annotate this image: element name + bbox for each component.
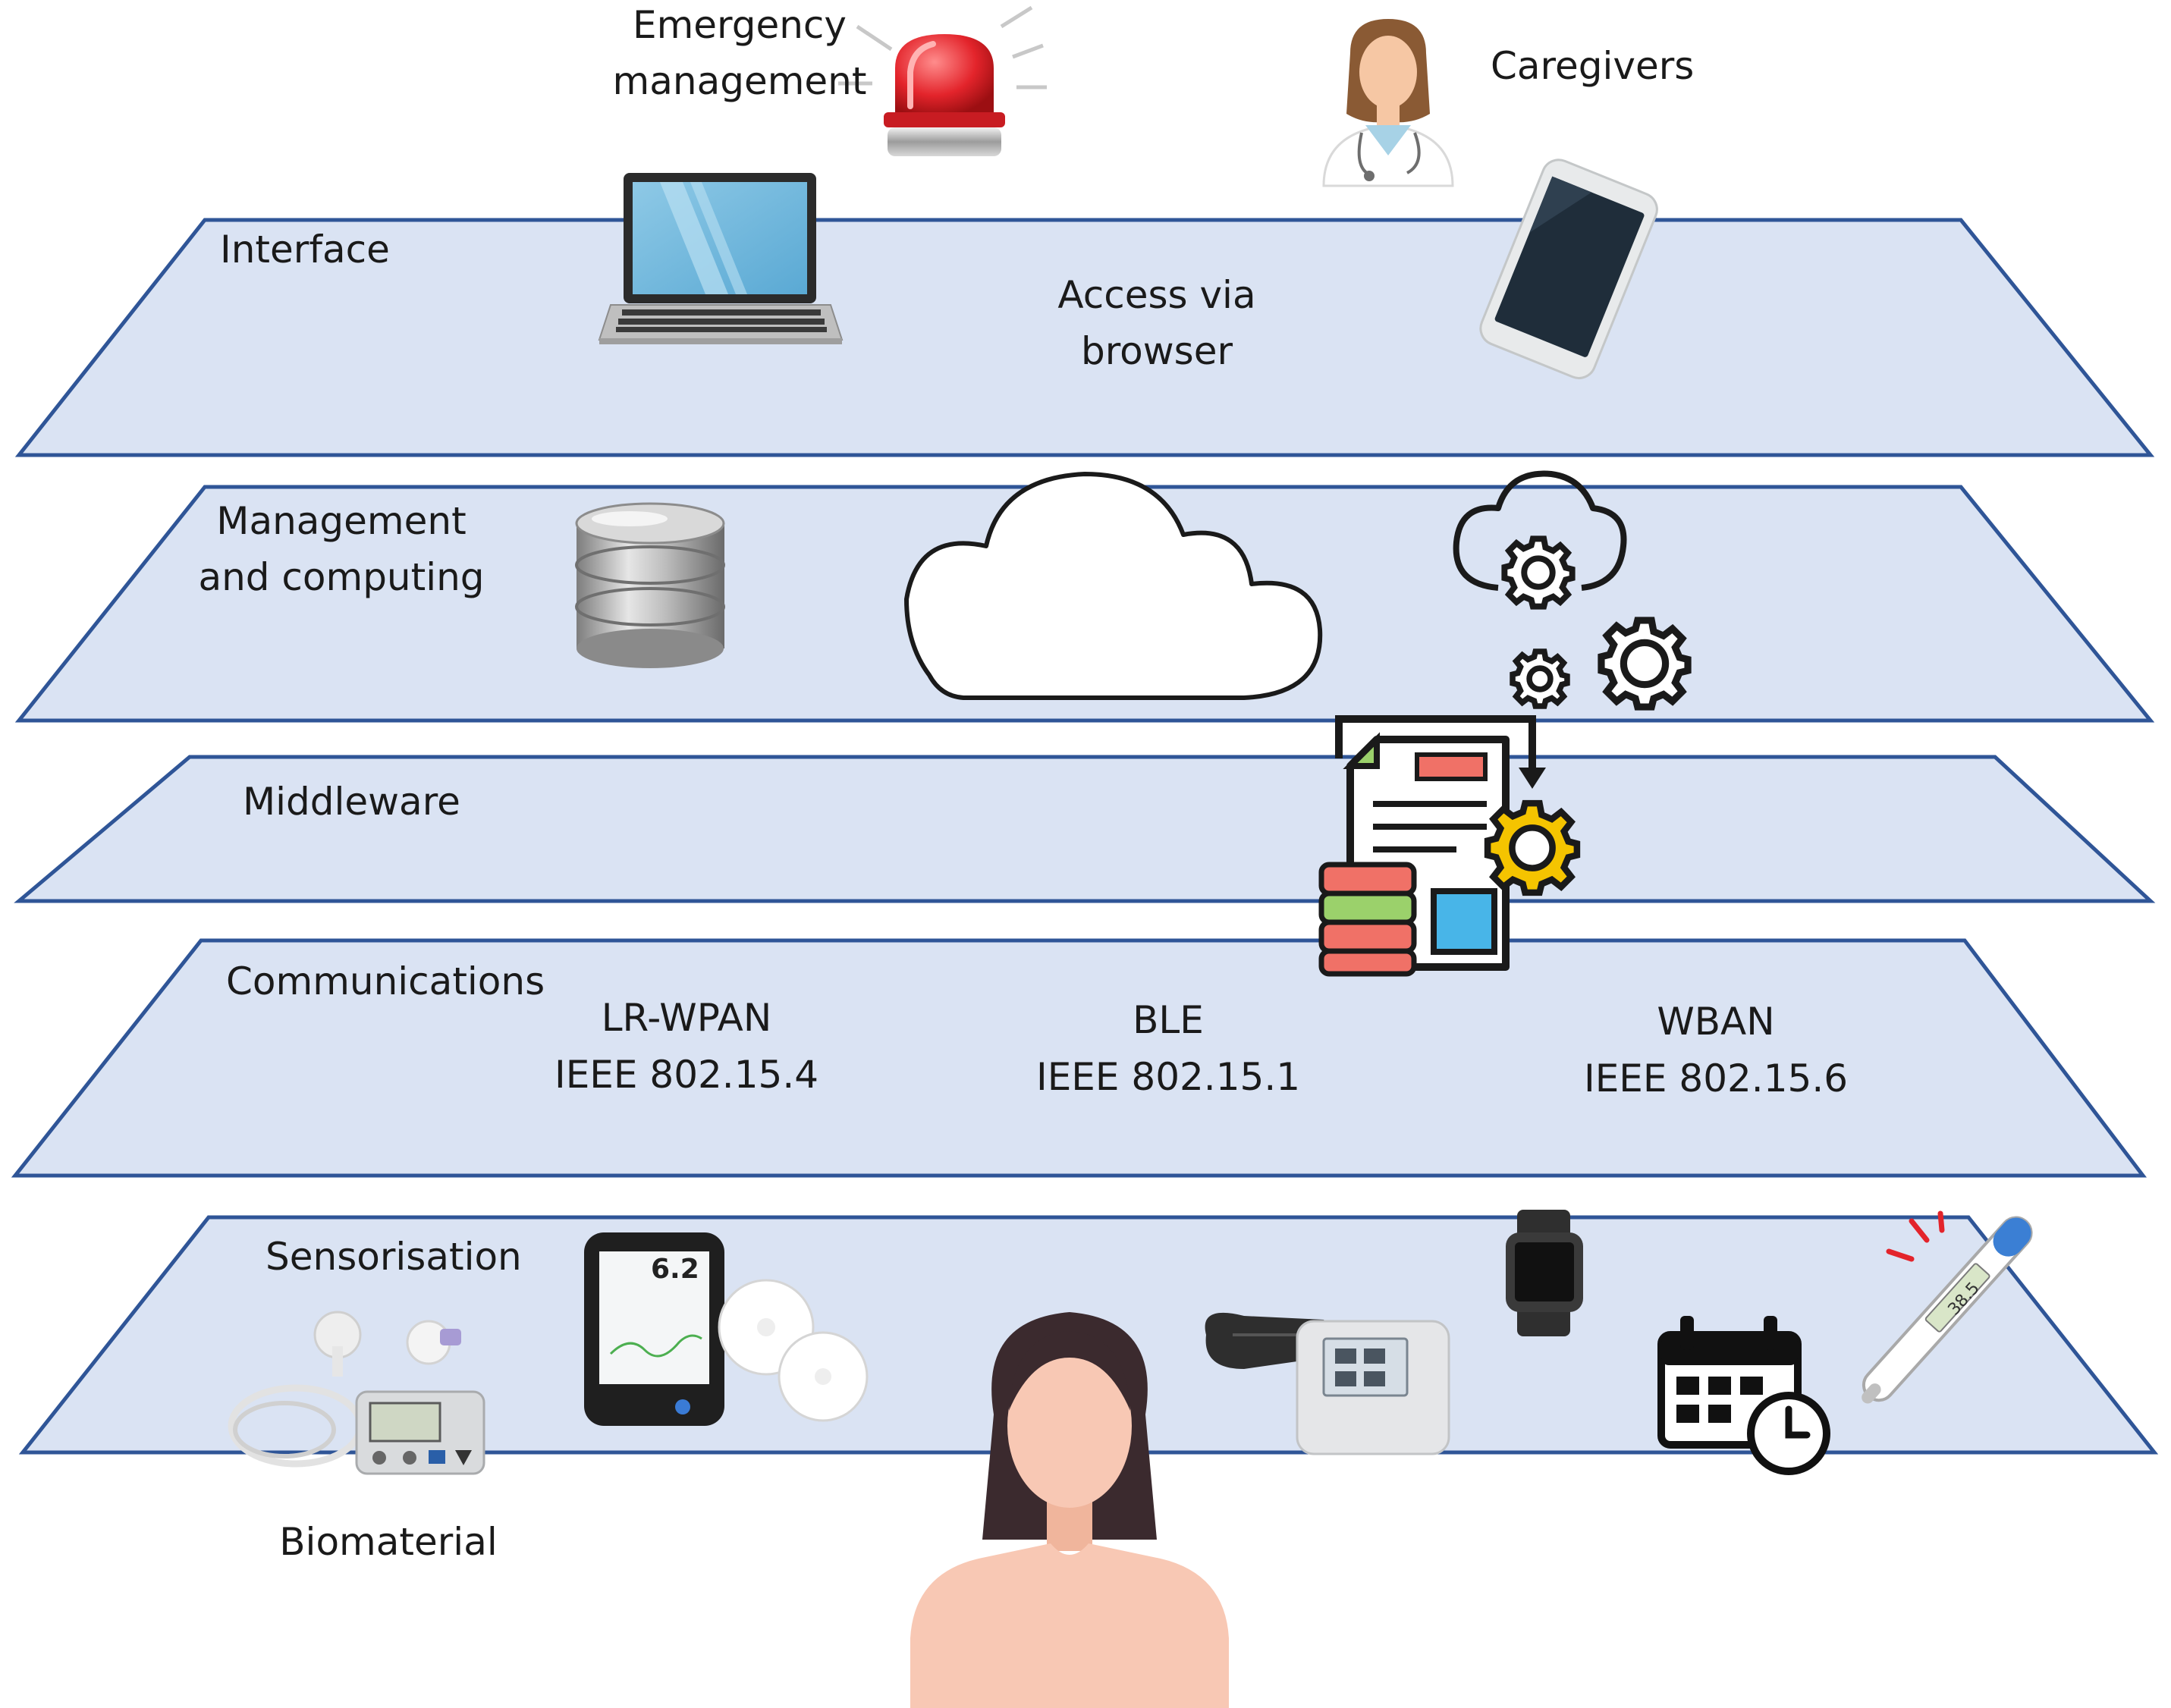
database-icon — [575, 502, 725, 668]
smartphone-icon — [1479, 159, 1658, 379]
protocol-standard-ble: IEEE 802.15.1 — [1035, 1055, 1301, 1099]
caregivers-label: Caregivers — [1491, 44, 1695, 88]
protocol-standard-lr-wpan: IEEE 802.15.4 — [554, 1053, 819, 1097]
siren-icon — [838, 5, 1047, 156]
glucose-reading: 6.2 — [651, 1254, 699, 1285]
protocol-standard-wban: IEEE 802.15.6 — [1583, 1057, 1849, 1100]
calendar-clock-icon — [1657, 1316, 1830, 1475]
layer-label-sensorisation: Sensorisation — [265, 1235, 522, 1279]
cloud-gears-icon — [1453, 470, 1688, 707]
thermometer-icon — [1862, 1210, 2033, 1404]
layer-label-middleware: Middleware — [243, 780, 460, 824]
insulin-pump-icon — [228, 1311, 485, 1475]
emergency-management-label: Emergency management — [612, 3, 867, 103]
glucose-monitor-icon — [584, 1232, 869, 1426]
blood-pressure-monitor-icon — [1205, 1312, 1450, 1455]
layer-label-communications: Communications — [226, 959, 545, 1003]
layer-label-management: Management and computing — [198, 499, 485, 599]
protocol-name-ble: BLE — [1133, 998, 1204, 1042]
doctor-icon — [1322, 19, 1454, 187]
biomaterial-label: Biomaterial — [279, 1520, 498, 1564]
layer-label-interface: Interface — [220, 228, 390, 272]
access-via-browser-label: Access via browser — [1057, 273, 1256, 373]
protocol-name-lr-wpan: LR-WPAN — [601, 996, 772, 1040]
document-processing-icon — [1318, 715, 1577, 977]
cloud-icon — [904, 472, 1323, 700]
patient-icon — [910, 1312, 1229, 1708]
protocol-name-wban: WBAN — [1657, 1000, 1775, 1044]
smartwatch-icon — [1506, 1210, 1583, 1336]
laptop-icon — [598, 173, 844, 344]
